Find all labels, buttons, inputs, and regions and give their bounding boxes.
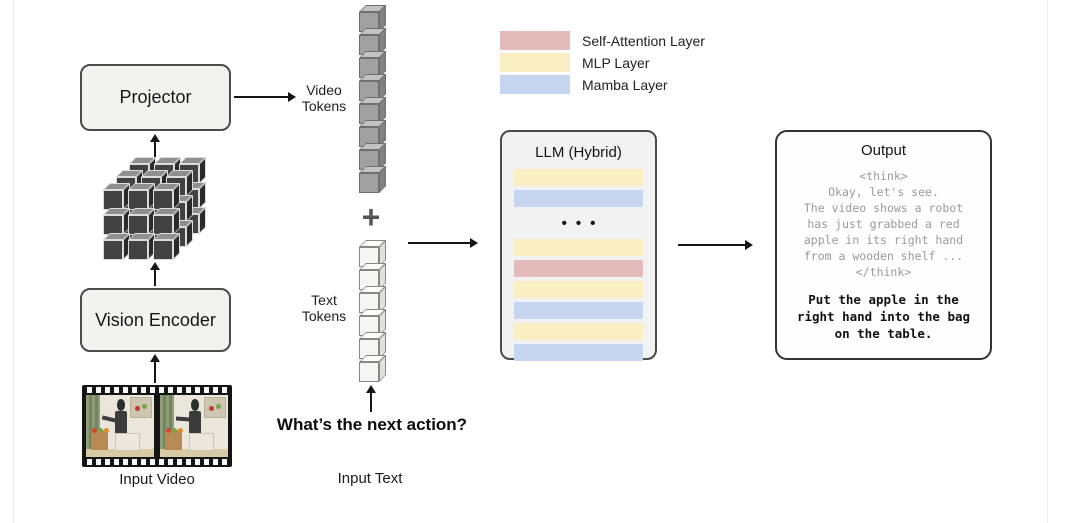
floor bbox=[86, 448, 154, 457]
shelf-inset bbox=[129, 397, 152, 419]
arrow-encoder-to-features bbox=[150, 262, 160, 286]
text-tokens-label: Text Tokens bbox=[301, 292, 347, 324]
text-tokens-cubes bbox=[359, 247, 379, 382]
llm-layer-stack: ••• bbox=[514, 169, 643, 361]
mamba-color-swatch bbox=[500, 75, 570, 94]
output-title: Output bbox=[860, 142, 907, 159]
filmstrip-sprockets-bottom bbox=[85, 459, 229, 465]
mlp-color-swatch bbox=[500, 53, 570, 72]
slide-left-edge bbox=[13, 0, 14, 523]
feature-cube bbox=[153, 240, 173, 260]
legend-item: MLP Layer bbox=[500, 53, 705, 72]
feature-cube-layer bbox=[103, 190, 173, 260]
slide-right-edge bbox=[1047, 0, 1048, 523]
feature-cube bbox=[103, 190, 123, 210]
llm-ellipsis: ••• bbox=[561, 214, 605, 232]
think-text: <think> Okay, let's see. The video shows… bbox=[803, 169, 964, 279]
plus-sign: + bbox=[361, 199, 381, 235]
arrow-features-to-projector bbox=[150, 134, 160, 160]
shelf-inset bbox=[203, 397, 226, 419]
robot-body bbox=[114, 410, 128, 439]
question-text: What’s the next action? bbox=[276, 415, 468, 434]
llm-layer-mamba bbox=[514, 190, 643, 207]
legend-item-label: MLP Layer bbox=[582, 54, 650, 71]
llm-layer-mlp bbox=[514, 239, 643, 256]
robot-head bbox=[190, 398, 200, 412]
llm-title: LLM (Hybrid) bbox=[535, 144, 622, 161]
attention-color-swatch bbox=[500, 31, 570, 50]
projector-label: Projector bbox=[119, 87, 192, 107]
video-tokens-label: Video Tokens bbox=[301, 82, 347, 114]
llm-layer-attention bbox=[514, 260, 643, 277]
vision-encoder-box: Vision Encoder bbox=[80, 288, 231, 352]
wooden-cart bbox=[164, 427, 183, 451]
legend-item: Mamba Layer bbox=[500, 75, 705, 94]
input-video-label: Input Video bbox=[119, 471, 195, 488]
output-box: Output <think> Okay, let's see. The vide… bbox=[775, 130, 992, 360]
answer-text: Put the apple in the right hand into the… bbox=[796, 292, 971, 341]
arrow-question-to-text-tokens bbox=[366, 385, 376, 412]
video-token-cube bbox=[359, 173, 379, 193]
table-box bbox=[189, 433, 214, 452]
robot-scene bbox=[160, 395, 228, 457]
input-video-filmstrip bbox=[82, 385, 232, 467]
robot-head bbox=[116, 398, 126, 412]
video-feature-cubes bbox=[103, 164, 207, 264]
wooden-cart bbox=[90, 427, 109, 451]
legend-item: Self-Attention Layer bbox=[500, 31, 705, 50]
table-box bbox=[115, 433, 140, 452]
llm-layer-mamba bbox=[514, 302, 643, 319]
robot-scene bbox=[86, 395, 154, 457]
vision-encoder-label: Vision Encoder bbox=[95, 309, 216, 330]
projector-box: Projector bbox=[80, 64, 231, 131]
video-tokens-cubes bbox=[359, 12, 379, 193]
feature-cube bbox=[103, 215, 123, 235]
video-frame-2 bbox=[160, 395, 228, 457]
text-token-cube bbox=[359, 362, 379, 382]
llm-layer-mlp bbox=[514, 323, 643, 340]
llm-layer-mlp bbox=[514, 281, 643, 298]
llm-layer-mlp bbox=[514, 169, 643, 186]
arrow-llm-to-output bbox=[678, 240, 753, 250]
legend-item-label: Self-Attention Layer bbox=[582, 32, 705, 49]
arrow-tokens-to-llm bbox=[408, 238, 478, 248]
arrow-video-to-encoder bbox=[150, 354, 160, 383]
llm-hybrid-box: LLM (Hybrid) ••• bbox=[500, 130, 657, 361]
feature-cube bbox=[128, 240, 148, 260]
feature-cube bbox=[153, 190, 173, 210]
llm-layer-mamba bbox=[514, 344, 643, 361]
filmstrip-sprockets-top bbox=[85, 387, 229, 393]
arrow-projector-to-video-tokens bbox=[234, 92, 296, 102]
feature-cube bbox=[128, 215, 148, 235]
legend-item-label: Mamba Layer bbox=[582, 76, 668, 93]
feature-cube bbox=[128, 190, 148, 210]
feature-cube bbox=[153, 215, 173, 235]
input-text-label: Input Text bbox=[337, 470, 403, 487]
video-frame-1 bbox=[86, 395, 154, 457]
floor bbox=[160, 448, 228, 457]
feature-cube bbox=[103, 240, 123, 260]
robot-body bbox=[188, 410, 202, 439]
